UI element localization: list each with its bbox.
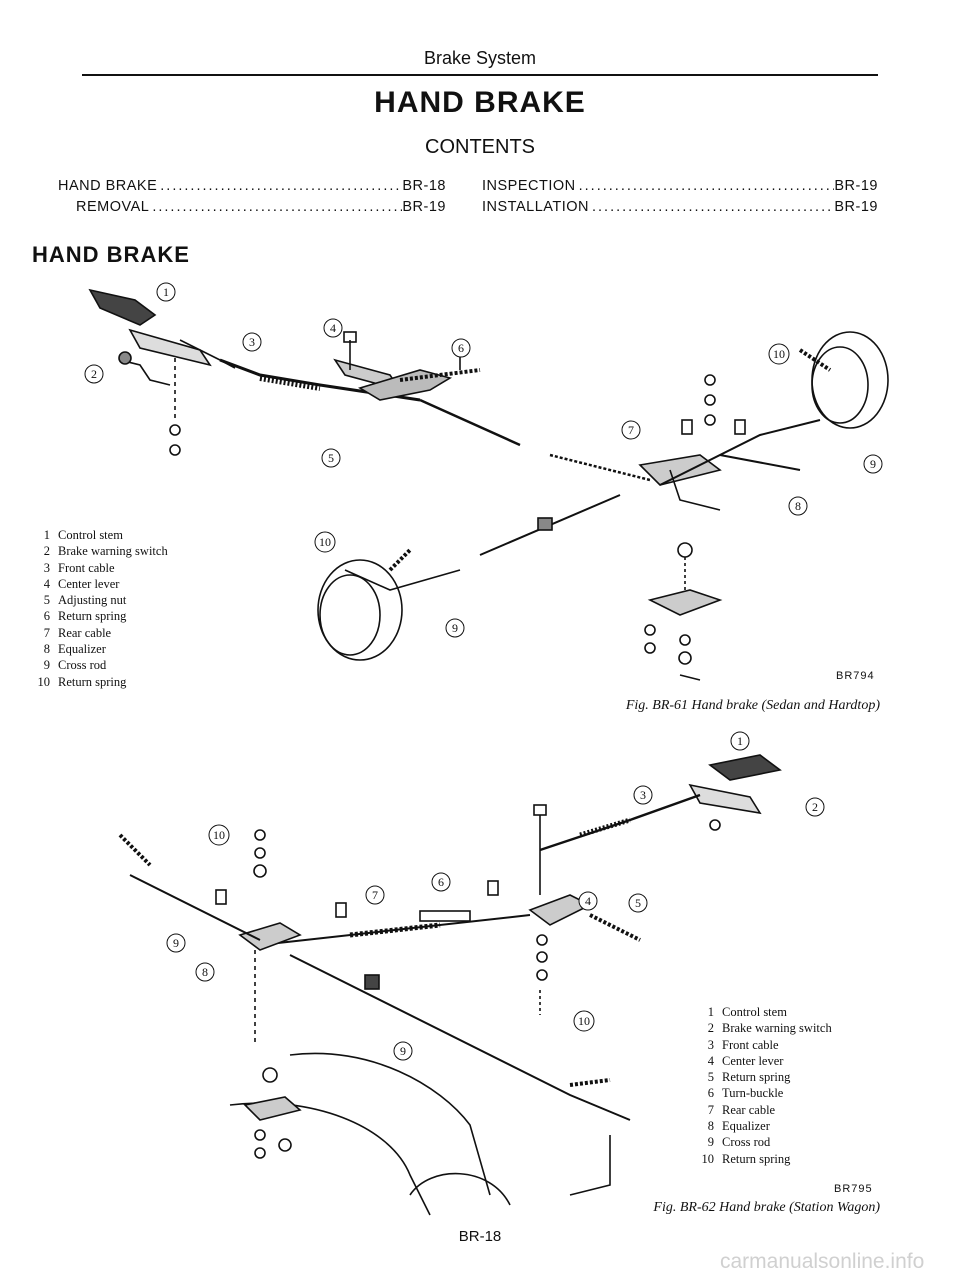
contents-label: CONTENTS [425,136,535,158]
callout-2: 2 [805,797,825,817]
svg-text:9: 9 [173,936,179,950]
toc-entry-page: BR-18 [402,178,446,194]
svg-text:9: 9 [400,1044,406,1058]
svg-text:5: 5 [635,896,641,910]
toc-entry-page: BR-19 [834,199,878,215]
toc-entry[interactable]: REMOVAL ................................… [58,197,446,218]
svg-text:9: 9 [452,621,458,635]
callout-4: 4 [578,891,598,911]
svg-text:10: 10 [319,535,331,549]
toc-entry-label: REMOVAL [76,199,150,215]
callout-10b: 10 [314,531,336,553]
toc-entry[interactable]: INSPECTION .............................… [482,176,878,197]
toc-entry-label: INSPECTION [482,178,576,194]
svg-text:2: 2 [91,367,97,381]
toc-entry-page: BR-19 [834,178,878,194]
callout-5: 5 [628,893,648,913]
callout-1: 1 [730,731,750,751]
svg-text:9: 9 [870,457,876,471]
toc-entry-label: HAND BRAKE [58,178,158,194]
callout-1: 1 [156,282,176,302]
svg-text:2: 2 [812,800,818,814]
svg-text:8: 8 [795,499,801,513]
figure-code: BR795 [834,1183,873,1195]
section-heading: HAND BRAKE [32,242,190,267]
callout-9b: 9 [393,1041,413,1061]
figure-code: BR794 [836,670,875,682]
header-rule [82,74,878,76]
figure-caption: Fig. BR-62 Hand brake (Station Wagon) [653,1200,880,1215]
callout-10b: 10 [573,1010,595,1032]
figure-caption: Fig. BR-61 Hand brake (Sedan and Hardtop… [625,698,880,713]
callout-3: 3 [633,785,653,805]
figure-br61-drawing: 1 2 3 4 5 6 7 8 9 10 10 9 [84,282,889,681]
toc-left: HAND BRAKE .............................… [58,176,446,218]
watermark: carmanualsonline.info [720,1250,925,1273]
svg-text:3: 3 [249,335,255,349]
svg-text:1: 1 [163,285,169,299]
svg-text:10: 10 [213,828,225,842]
svg-text:10: 10 [578,1014,590,1028]
toc-entry[interactable]: HAND BRAKE .............................… [58,176,446,197]
callout-6: 6 [451,338,471,358]
callout-10: 10 [208,824,230,846]
callout-9: 9 [166,933,186,953]
callout-7: 7 [365,885,385,905]
svg-text:1: 1 [737,734,743,748]
callout-10: 10 [768,343,790,365]
callout-2: 2 [84,364,104,384]
callout-9b: 9 [445,618,465,638]
callout-7: 7 [621,420,641,440]
running-header: Brake System [423,48,537,68]
callout-8: 8 [788,496,808,516]
callout-5: 5 [321,448,341,468]
callout-3: 3 [242,332,262,352]
toc-entry[interactable]: INSTALLATION ...........................… [482,197,878,218]
callout-9: 9 [863,454,883,474]
callout-4: 4 [323,318,343,338]
svg-text:6: 6 [438,875,444,889]
control-stem-handle [88,288,157,326]
toc-entry-page: BR-19 [402,199,446,215]
svg-text:6: 6 [458,341,464,355]
svg-text:4: 4 [330,321,336,335]
page-title: HAND BRAKE [374,86,586,119]
toc-right: INSPECTION .............................… [482,176,878,218]
page-number: BR-18 [458,1228,502,1245]
callout-6: 6 [431,872,451,892]
svg-text:3: 3 [640,788,646,802]
svg-text:4: 4 [585,894,591,908]
svg-text:7: 7 [628,423,634,437]
svg-text:10: 10 [773,347,785,361]
svg-text:8: 8 [202,965,208,979]
figure-br62-drawing: 1 2 3 4 5 6 7 8 9 10 9 10 [118,731,825,1216]
toc-entry-label: INSTALLATION [482,199,589,215]
svg-text:7: 7 [372,888,378,902]
svg-text:5: 5 [328,451,334,465]
callout-8: 8 [195,962,215,982]
